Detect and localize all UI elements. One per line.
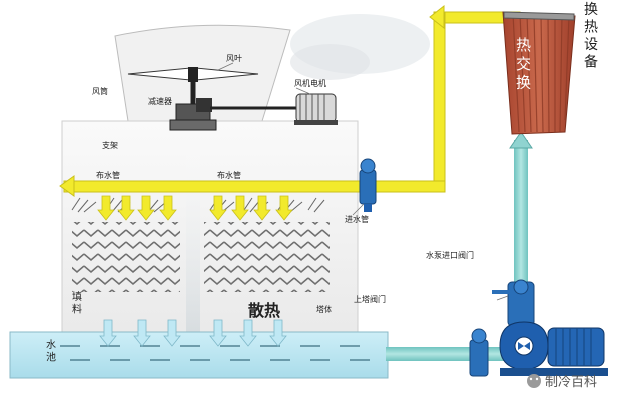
supply-pipe xyxy=(59,4,521,197)
label-fan-blade: 风叶 xyxy=(226,54,242,63)
label-heat-exchange: 热交换 xyxy=(516,36,531,92)
vapor-column xyxy=(186,130,200,352)
water-dashes xyxy=(60,345,370,361)
fan-blade xyxy=(127,67,259,106)
basin-water xyxy=(9,331,389,379)
label-heat-exchange-equipment: 换热设备 xyxy=(584,1,598,71)
water-pump xyxy=(499,321,608,376)
basin-outlet-valve xyxy=(469,328,489,377)
fill-media xyxy=(72,222,330,292)
fan-motor xyxy=(294,93,338,125)
falling-water-arrows xyxy=(99,319,287,347)
watermark: 制冷百科 xyxy=(527,374,597,390)
spray-arrows xyxy=(97,195,293,221)
leader-lines xyxy=(217,62,509,301)
label-basin: 水池 xyxy=(46,339,56,364)
label-reducer: 减速器 xyxy=(148,96,172,106)
label-watermark: 制冷百科 xyxy=(545,375,597,390)
label-tower-body: 塔体 xyxy=(316,304,332,314)
label-inlet-pipe: 进水管 xyxy=(345,214,369,224)
heat-exchanger xyxy=(502,11,576,135)
basin-outlet-pipe xyxy=(386,347,516,361)
wechat-icon xyxy=(527,374,541,388)
label-support: 支架 xyxy=(102,140,118,150)
inlet-valve xyxy=(359,158,377,212)
reducer xyxy=(169,98,217,131)
label-pump-inlet-valve: 水泵进口阀门 xyxy=(426,250,474,260)
label-fill: 填料 xyxy=(72,290,82,316)
label-distribution-pipe-left: 布水管 xyxy=(96,170,120,180)
label-heat-dissipation: 散热 xyxy=(248,301,280,320)
label-fan-motor: 风机电机 xyxy=(294,78,326,88)
label-distribution-pipe-right: 布水管 xyxy=(217,170,241,180)
label-fan-cylinder: 风筒 xyxy=(92,86,108,96)
return-flow-arrow xyxy=(509,131,533,149)
pump-inlet-valve xyxy=(492,279,535,327)
label-tower-inlet-valve: 上塔阀门 xyxy=(354,294,386,304)
